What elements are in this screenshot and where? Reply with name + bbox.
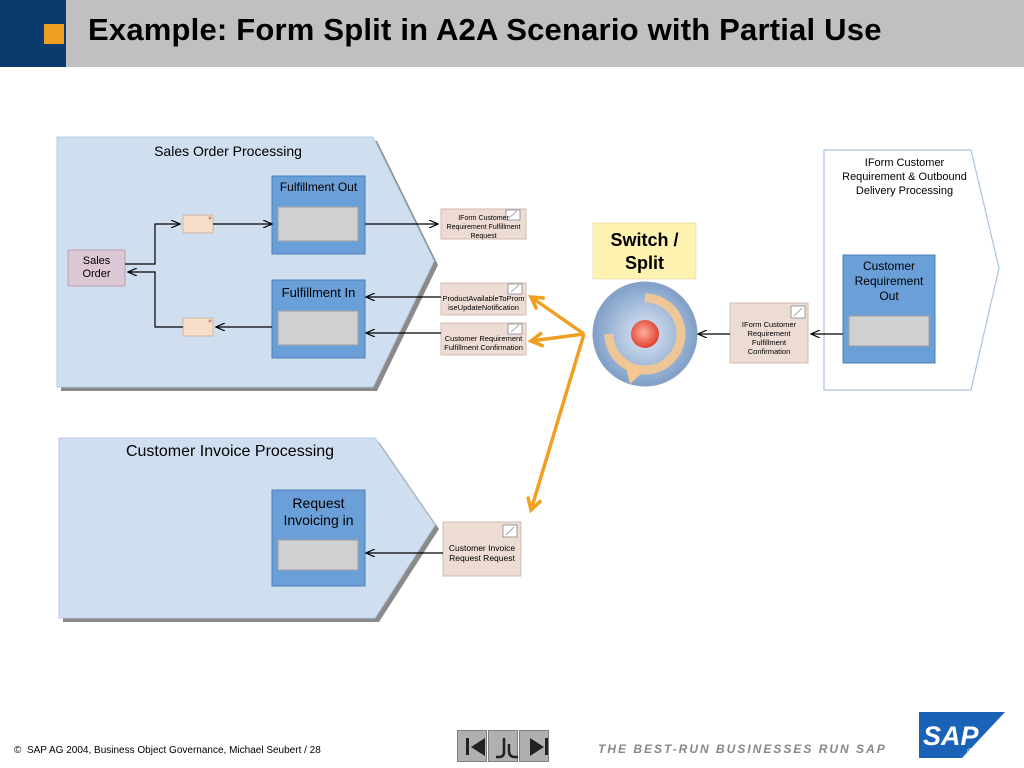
message-request-label: IForm Customer Requirement Fulfillment R…	[446, 215, 521, 240]
message-product-available-label: ProductAvailableToProm iseUpdateNotifica…	[442, 294, 525, 312]
nav-last-button[interactable]	[519, 730, 549, 762]
message-invoice-request-label: Customer Invoice Request Request	[448, 543, 516, 563]
footer-copyright: © SAP AG 2004, Business Object Governanc…	[14, 745, 321, 756]
nav-home-button[interactable]	[488, 730, 518, 762]
inbound-queue-box	[182, 317, 214, 337]
sales-process-title: Sales Order Processing	[154, 143, 302, 159]
title-bullet-square	[44, 24, 64, 44]
customer-requirement-out-label: Customer Requirement Out	[854, 259, 924, 303]
nav-first-button[interactable]	[457, 730, 487, 762]
slide-title: Example: Form Split in A2A Scenario with…	[88, 12, 882, 47]
document-icon	[502, 209, 806, 538]
switch-split-icon	[592, 281, 698, 387]
fulfillment-in-box	[271, 279, 366, 359]
fulfillment-in-label: Fulfillment In	[281, 285, 356, 300]
switch-split-label: Switch / Split	[610, 230, 679, 273]
sap-logo: SAP ®	[919, 712, 1005, 758]
sap-logo-mark: ®	[967, 747, 973, 756]
sap-logo-text: SAP	[923, 721, 980, 751]
switch-split-label-box	[592, 222, 697, 280]
fulfillment-out-label: Fulfillment Out	[279, 180, 358, 194]
message-iform-confirmation-label: IForm Customer Requirement Fulfillment C…	[741, 320, 797, 356]
message-confirmation-label: Customer Requirement Fulfillment Confirm…	[444, 334, 523, 352]
outbound-queue-box	[182, 214, 214, 234]
invoice-process-shape	[58, 437, 439, 622]
sap-slogan: THE BEST-RUN BUSINESSES RUN SAP	[598, 742, 887, 756]
customer-requirement-out-box	[842, 254, 936, 364]
fulfillment-out-box	[271, 175, 366, 255]
footer-text: SAP AG 2004, Business Object Governance,…	[26, 745, 321, 756]
title-bar	[0, 0, 1024, 67]
invoice-process-title: Customer Invoice Processing	[125, 443, 335, 460]
request-invoicing-box	[271, 489, 366, 587]
copyright-symbol: ©	[14, 745, 22, 756]
iform-process-title: IForm Customer Requirement & Outbound De…	[842, 157, 967, 197]
request-invoicing-label: Request Invoicing in	[283, 495, 354, 528]
sales-order-label: Sales Order	[82, 255, 111, 280]
sales-order-box	[67, 249, 126, 287]
